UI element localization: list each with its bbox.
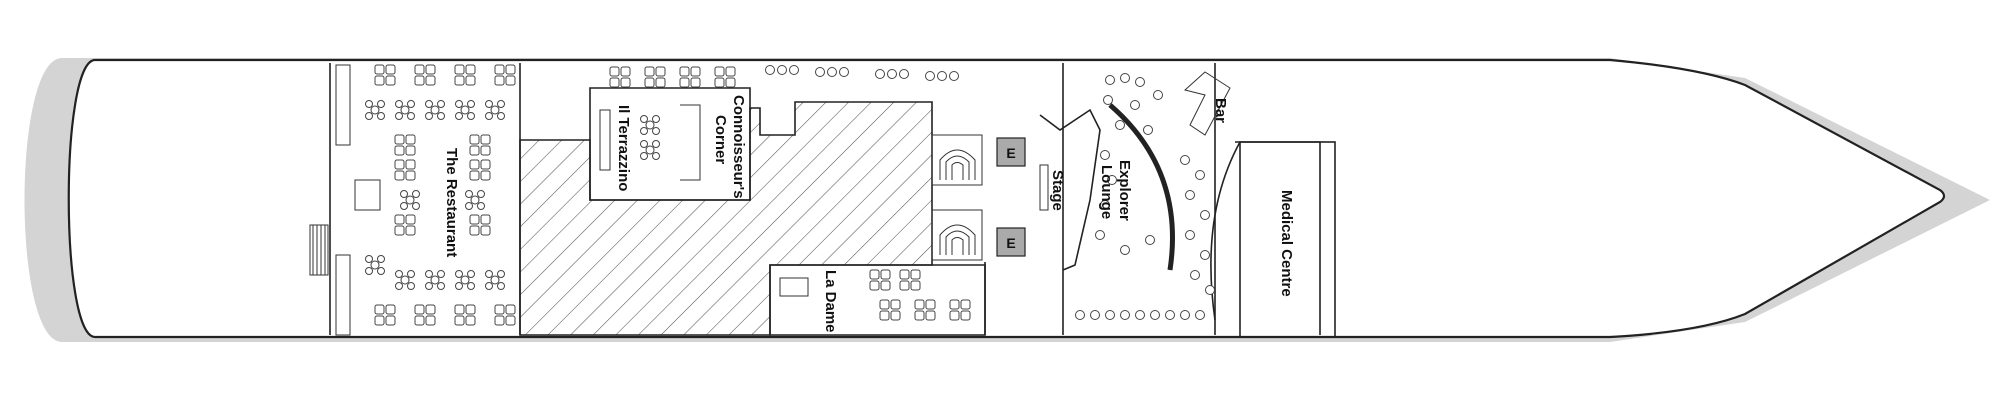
- room-label-connoisseur-1: Connoisseur's: [730, 95, 747, 199]
- room-label-restaurant: The Restaurant: [443, 148, 460, 257]
- elevator-lower: E: [996, 227, 1026, 257]
- room-label-terrazzino: Il Terrazzino: [615, 105, 632, 191]
- room-label-explorer-1: Explorer: [1116, 160, 1133, 221]
- room-label-medical: Medical Centre: [1278, 190, 1295, 297]
- lounge-furniture: [599, 65, 959, 171]
- elevator-label: E: [1006, 235, 1015, 251]
- ladame-furniture: [779, 269, 971, 321]
- stairwell-lower: [931, 209, 983, 261]
- stairwell-upper: [931, 134, 983, 186]
- bar-counter: [1183, 71, 1231, 136]
- room-label-explorer-2: Lounge: [1098, 165, 1115, 219]
- elevator-label: E: [1006, 145, 1015, 161]
- restaurant-furniture: [335, 64, 516, 336]
- ladame-room: [769, 264, 986, 336]
- terrazzino-room: [589, 87, 751, 201]
- room-label-stage: Stage: [1049, 170, 1066, 211]
- stage-outline: [1039, 108, 1101, 271]
- elevator-upper: E: [996, 137, 1026, 167]
- room-label-bar: Bar: [1212, 98, 1229, 123]
- explorer-bar: [1108, 103, 1175, 271]
- room-label-ladame: La Dame: [822, 270, 839, 333]
- medical-centre-room: [1239, 141, 1336, 338]
- room-label-connoisseur-2: Corner: [712, 115, 729, 164]
- stern-grille: [309, 224, 329, 276]
